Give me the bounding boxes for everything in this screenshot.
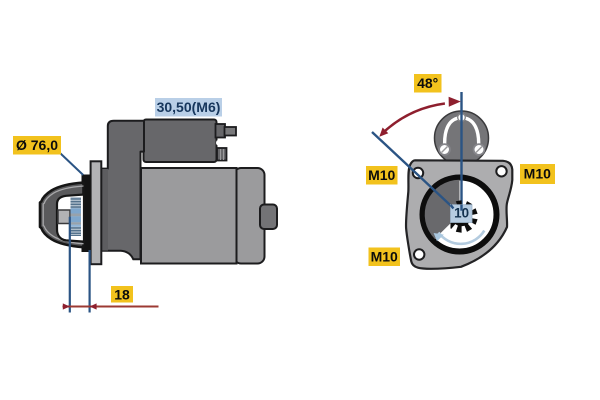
svg-text:10: 10	[454, 205, 469, 220]
svg-text:48°: 48°	[417, 75, 438, 91]
svg-text:M10: M10	[368, 167, 395, 183]
svg-text:18: 18	[114, 287, 130, 303]
svg-text:M10: M10	[371, 248, 398, 264]
svg-text:M10: M10	[524, 166, 551, 182]
svg-text:30,50(M6): 30,50(M6)	[157, 99, 221, 115]
svg-text:Ø 76,0: Ø 76,0	[16, 137, 58, 153]
